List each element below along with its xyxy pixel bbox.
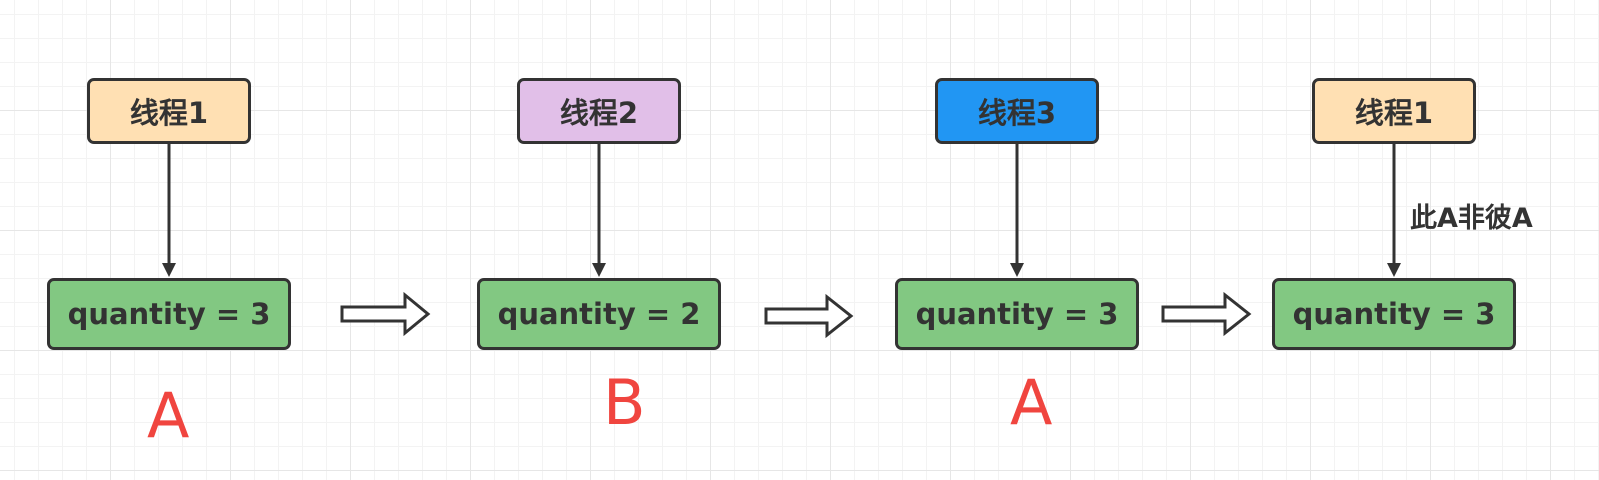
quantity-box-2: quantity = 2 bbox=[477, 278, 721, 350]
hollow-arrow-3 bbox=[1161, 291, 1252, 337]
thread-label: 线程1 bbox=[129, 96, 209, 130]
thread-label: 线程3 bbox=[977, 96, 1057, 130]
quantity-box-4: quantity = 3 bbox=[1272, 278, 1516, 350]
thread-box-3: 线程3 bbox=[935, 78, 1099, 144]
hollow-arrow-2 bbox=[764, 293, 854, 339]
letter-a-first: A bbox=[147, 379, 190, 452]
quantity-box-1: quantity = 3 bbox=[47, 278, 291, 350]
hollow-arrow-1 bbox=[340, 291, 431, 337]
thread-label: 线程1 bbox=[1354, 96, 1434, 130]
quantity-label: quantity = 3 bbox=[915, 297, 1119, 331]
quantity-label: quantity = 2 bbox=[497, 297, 701, 331]
thread-box-2: 线程2 bbox=[517, 78, 681, 144]
thread-box-4: 线程1 bbox=[1312, 78, 1476, 144]
quantity-label: quantity = 3 bbox=[67, 297, 271, 331]
quantity-label: quantity = 3 bbox=[1292, 297, 1496, 331]
letter-b: B bbox=[603, 366, 646, 439]
note-text: 此A非彼A bbox=[1410, 203, 1533, 234]
letter-a-second: A bbox=[1010, 366, 1053, 439]
thread-label: 线程2 bbox=[559, 96, 639, 130]
quantity-box-3: quantity = 3 bbox=[895, 278, 1139, 350]
thread-box-1: 线程1 bbox=[87, 78, 251, 144]
